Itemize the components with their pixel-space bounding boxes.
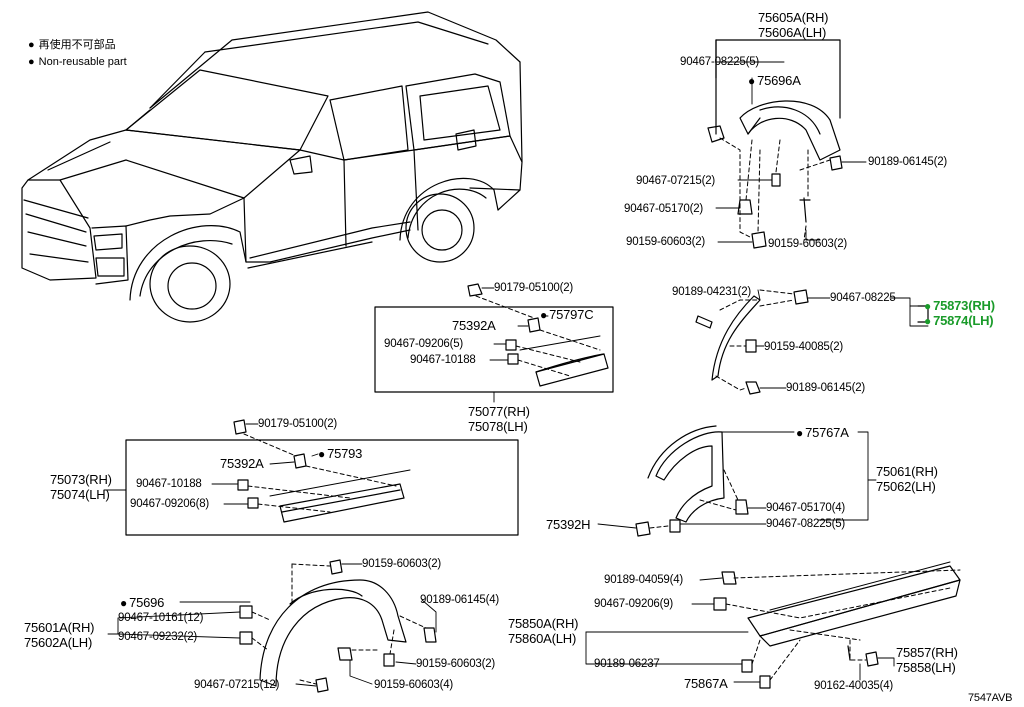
front-arch [239,559,437,693]
part-label[interactable]: 90159-60603(2) [626,236,706,248]
part-label[interactable]: 90179-05100(2) [494,282,574,294]
part-label[interactable]: 75696A [748,73,801,89]
part-label[interactable]: 75392A [452,318,496,333]
part-label[interactable]: 75062(LH) [876,479,936,494]
part-label[interactable]: 75392H [546,517,591,532]
part-label[interactable]: 90467-08225(5) [680,56,760,68]
part-label[interactable]: 75605A(RH) [758,10,829,25]
part-label[interactable]: 75793 [318,446,362,462]
part-label[interactable]: 90467-09206(9) [594,598,674,610]
part-label[interactable]: 90467-07215(2) [636,175,716,187]
part-label[interactable]: 75061(RH) [876,464,938,479]
part-label[interactable]: 75857(RH) [896,645,958,660]
part-label[interactable]: 75606A(LH) [758,25,827,40]
part-label[interactable]: 90162-40035(4) [814,680,894,692]
part-label[interactable]: 90467-05170(2) [624,203,704,215]
part-label[interactable]: 75074(LH) [50,487,110,502]
rear-upper-arch [707,39,843,249]
leader-lines [103,61,929,687]
vehicle-illustration [21,11,523,323]
rear-lower-moulding [695,289,929,395]
part-label[interactable]: 90467-10161(12) [118,612,204,624]
part-label[interactable]: 90189-06145(2) [868,156,948,168]
part-label-highlighted[interactable]: 75873(RH) [924,298,995,314]
part-label[interactable]: 90159-60603(2) [768,238,848,250]
part-label[interactable]: 75602A(LH) [24,635,93,650]
part-label[interactable]: 90467-09232(2) [118,631,198,643]
part-label[interactable]: 90467-09206(5) [384,338,464,350]
part-label[interactable]: 90159-60603(2) [416,658,496,670]
part-label[interactable]: 90467-10188 [410,354,476,366]
part-label[interactable]: 75601A(RH) [24,620,95,635]
front-door-moulding [233,419,411,523]
front-door-moulding-box [125,439,519,536]
part-label[interactable]: 90189-04231(2) [672,286,752,298]
legend-en: ●Non-reusable part [28,56,127,68]
part-label[interactable]: 90467-10188 [136,478,202,490]
part-label-highlighted[interactable]: 75874(LH) [924,313,994,329]
diagram-code: 7547AVB [968,692,1013,704]
part-label[interactable]: 75073(RH) [50,472,112,487]
legend-jp: ●再使用不可部品 [28,39,116,51]
door-moulding [467,283,609,387]
part-label[interactable]: 90467-09206(8) [130,498,210,510]
part-label[interactable]: 90159-40085(2) [764,341,844,353]
part-label[interactable]: 75850A(RH) [508,616,579,631]
part-label[interactable]: 75867A [684,676,728,691]
part-label[interactable]: 75858(LH) [896,660,956,675]
part-label[interactable]: 90189-04059(4) [604,574,684,586]
part-label[interactable]: 90189-06145(2) [786,382,866,394]
part-label[interactable]: 75860A(LH) [508,631,577,646]
part-label[interactable]: 90467-08225 [830,292,896,304]
quarter-arch [635,425,749,537]
part-label[interactable]: 75392A [220,456,264,471]
part-label[interactable]: 90189-06237 [594,658,660,670]
part-label[interactable]: 75077(RH) [468,404,530,419]
part-label[interactable]: 90159-60603(2) [362,558,442,570]
part-label[interactable]: 90467-07215(12) [194,679,280,691]
part-label[interactable]: 90159-60603(4) [374,679,454,691]
part-label[interactable]: 90467-05170(4) [766,502,846,514]
part-label[interactable]: 75078(LH) [468,419,528,434]
part-label[interactable]: 90179-05100(2) [258,418,338,430]
part-label[interactable]: 90467-08225(5) [766,518,846,530]
part-label[interactable]: 75696 [120,595,164,611]
part-label[interactable]: 75767A [796,425,849,441]
part-label[interactable]: 90189-06145(4) [420,594,500,606]
part-label[interactable]: 75797C [540,307,594,323]
